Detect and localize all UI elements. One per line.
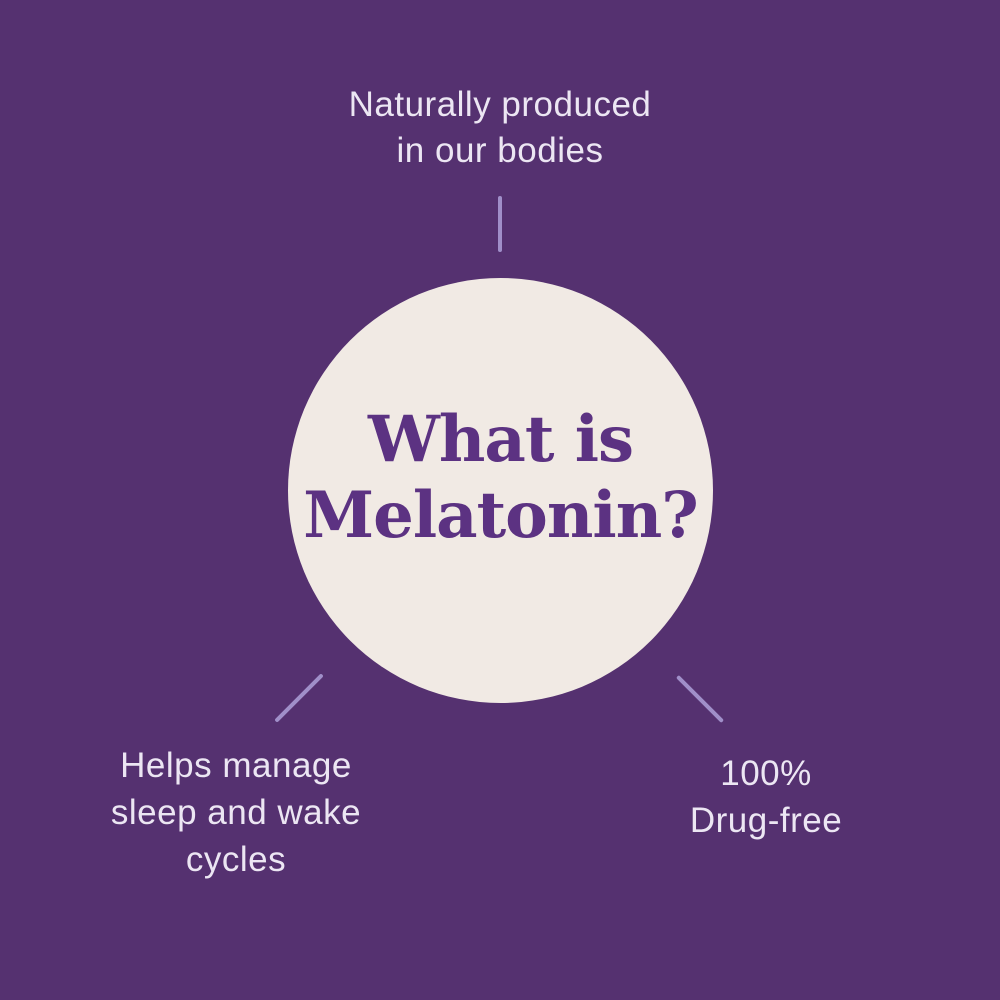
infographic-title: What is Melatonin? (303, 401, 698, 553)
top-label-naturally-produced: Naturally produced in our bodies (348, 85, 652, 170)
connector-line-top (498, 196, 502, 252)
connector-line-bottom-right (675, 674, 725, 724)
bottom-right-label-drug-free: 100% Drug-free (689, 754, 843, 840)
center-circle: What is Melatonin? (288, 278, 713, 703)
bottom-left-label-sleep-wake: Helps manage sleep and wake cycles (110, 746, 362, 879)
connector-line-bottom-left (274, 673, 324, 723)
